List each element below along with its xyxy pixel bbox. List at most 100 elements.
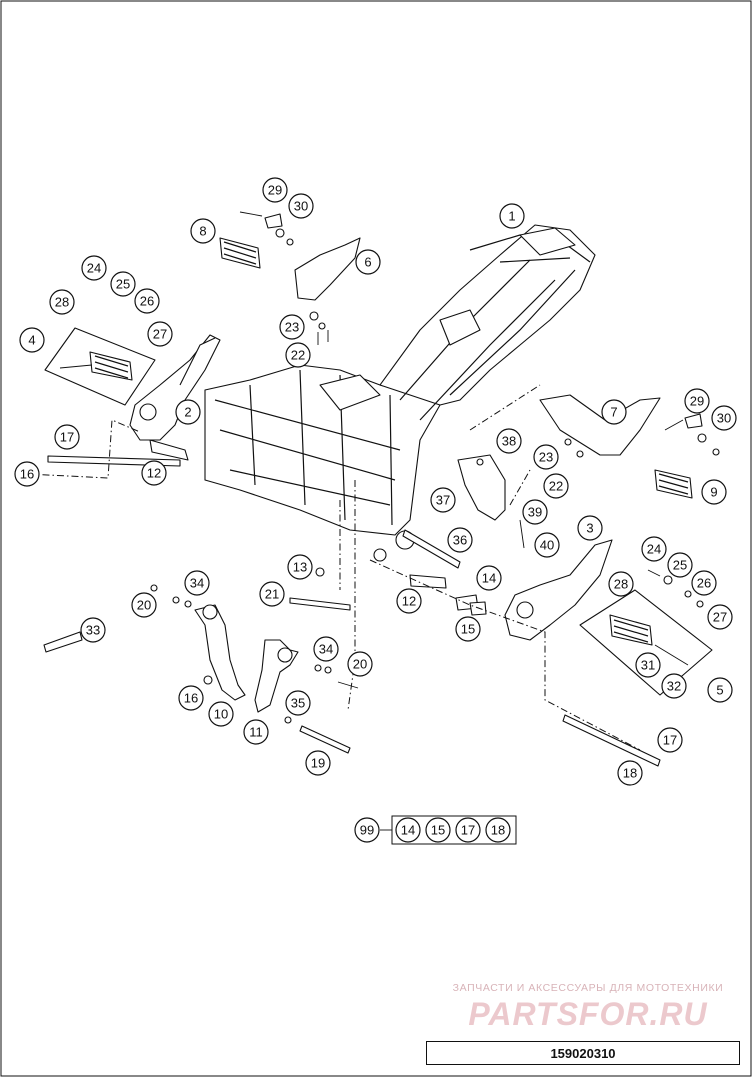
callout-40: 40 xyxy=(534,532,560,558)
callout-circle xyxy=(485,817,511,843)
callout-33: 33 xyxy=(80,617,106,643)
callout-number: 38 xyxy=(502,434,516,449)
callout-11: 11 xyxy=(243,719,269,745)
callout-number: 28 xyxy=(55,295,69,310)
callout-number: 17 xyxy=(663,733,677,748)
callout-number: 27 xyxy=(713,610,727,625)
callout-circle xyxy=(691,570,717,596)
callout-18: 18 xyxy=(617,760,643,786)
callout-number: 25 xyxy=(116,277,130,292)
callout-24: 24 xyxy=(641,536,667,562)
callout-number: 30 xyxy=(717,411,731,426)
callout-12: 12 xyxy=(396,588,422,614)
callout-circle xyxy=(131,592,157,618)
right-rider-footrest-bracket-drawing xyxy=(504,539,713,696)
callout-34: 34 xyxy=(184,570,210,596)
callout-number: 14 xyxy=(401,823,415,838)
callout-number: 35 xyxy=(291,696,305,711)
callout-number: 29 xyxy=(268,183,282,198)
callout-number: 4 xyxy=(28,333,35,348)
callout-19: 19 xyxy=(305,750,331,776)
callout-number: 5 xyxy=(716,683,723,698)
callout-circle xyxy=(707,604,733,630)
callout-circle xyxy=(110,271,136,297)
callout-number: 32 xyxy=(667,679,681,694)
callout-number: 24 xyxy=(647,542,661,557)
callout-13: 13 xyxy=(287,554,313,580)
callout-37: 37 xyxy=(430,487,456,513)
callout-29: 29 xyxy=(684,388,710,414)
left-pillion-bracket-drawing xyxy=(219,211,361,345)
kit-item-18: 18 xyxy=(485,817,511,843)
callout-number: 17 xyxy=(60,430,74,445)
callout-1: 1 xyxy=(499,203,525,229)
callout-23: 23 xyxy=(279,314,305,340)
callout-circle xyxy=(313,636,339,662)
callout-number: 20 xyxy=(137,598,151,613)
callout-circle xyxy=(141,460,167,486)
callout-number: 10 xyxy=(214,707,228,722)
callout-12: 12 xyxy=(141,460,167,486)
callout-21: 21 xyxy=(259,581,285,607)
callout-32: 32 xyxy=(661,673,687,699)
callout-circle xyxy=(262,177,288,203)
callout-number: 7 xyxy=(610,405,617,420)
callout-number: 6 xyxy=(364,255,371,270)
axles-and-bolts-drawing xyxy=(43,455,661,767)
callout-29: 29 xyxy=(262,177,288,203)
callout-circle xyxy=(134,288,160,314)
callout-circle xyxy=(175,399,201,425)
callout-circle xyxy=(657,727,683,753)
callout-number: 19 xyxy=(311,756,325,771)
callout-number: 29 xyxy=(690,394,704,409)
callout-number: 8 xyxy=(199,224,206,239)
kit-item-14: 14 xyxy=(395,817,421,843)
callout-circle xyxy=(455,817,481,843)
kit-item-15: 15 xyxy=(425,817,451,843)
kit-item-17: 17 xyxy=(455,817,481,843)
callout-circle xyxy=(19,327,45,353)
callout-circle xyxy=(80,617,106,643)
callout-20: 20 xyxy=(347,651,373,677)
side-bracket-drawing xyxy=(457,454,525,549)
left-rider-footpeg-drawing xyxy=(44,327,156,406)
callout-circle xyxy=(601,399,627,425)
callout-number: 20 xyxy=(353,657,367,672)
callout-number: 22 xyxy=(291,348,305,363)
callout-number: 12 xyxy=(147,466,161,481)
callout-number: 99 xyxy=(360,823,374,838)
callout-circle xyxy=(684,388,710,414)
callout-23: 23 xyxy=(533,444,559,470)
callout-number: 22 xyxy=(549,479,563,494)
callout-circle xyxy=(496,428,522,454)
callout-number: 30 xyxy=(294,199,308,214)
callout-circle xyxy=(279,314,305,340)
callout-circle xyxy=(288,193,314,219)
right-pillion-bracket-drawing xyxy=(539,394,720,499)
callout-7: 7 xyxy=(601,399,627,425)
callout-28: 28 xyxy=(49,289,75,315)
callout-circle xyxy=(243,719,269,745)
callout-30: 30 xyxy=(711,405,737,431)
callout-circle xyxy=(577,515,603,541)
callout-number: 14 xyxy=(482,571,496,586)
callout-number: 25 xyxy=(673,558,687,573)
callout-number: 2 xyxy=(184,405,191,420)
callout-circle xyxy=(701,479,727,505)
callout-number: 15 xyxy=(461,622,475,637)
callout-number: 40 xyxy=(540,538,554,553)
callout-circle xyxy=(425,817,451,843)
callout-25: 25 xyxy=(110,271,136,297)
callout-circle xyxy=(641,536,667,562)
callout-circle xyxy=(707,677,733,703)
callout-circle xyxy=(543,473,569,499)
callout-circle xyxy=(608,571,634,597)
callout-38: 38 xyxy=(496,428,522,454)
callout-circle xyxy=(661,673,687,699)
watermark-tagline: ЗАПЧАСТИ И АКСЕССУАРЫ ДЛЯ МОТОТЕХНИКИ xyxy=(452,982,724,994)
callout-circle xyxy=(635,652,661,678)
callout-10: 10 xyxy=(208,701,234,727)
callout-circle xyxy=(49,289,75,315)
callout-25: 25 xyxy=(667,552,693,578)
callout-number: 18 xyxy=(623,766,637,781)
